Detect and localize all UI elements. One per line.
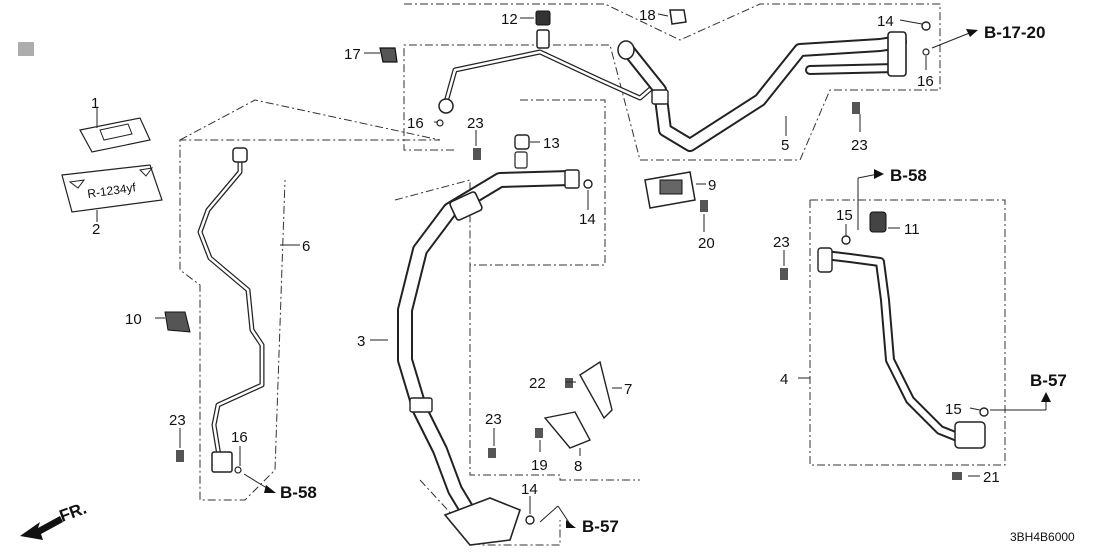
- label-sticker-part: [79, 117, 151, 153]
- callout-16-right: 16: [917, 73, 934, 90]
- ref-b-17-20: B-17-20: [984, 23, 1045, 42]
- ref-b-57-right: B-57: [1030, 371, 1067, 390]
- hose-part-5: [617, 31, 907, 152]
- callout-11: 11: [904, 221, 920, 238]
- suction-pipe-top: [438, 29, 658, 114]
- pipe-part-6: [197, 147, 265, 473]
- frame-right: [809, 199, 1006, 466]
- callout-14-bottom: 14: [521, 481, 538, 498]
- corner-mark-icon: [18, 42, 34, 56]
- callout-9: 9: [708, 177, 716, 194]
- bolts: [176, 102, 962, 480]
- callout-14-top: 14: [877, 13, 894, 30]
- callout-10: 10: [125, 311, 142, 328]
- frame-bottom: [394, 179, 471, 265]
- callout-16-top: 16: [407, 115, 424, 132]
- hose-part-4: [817, 247, 986, 449]
- frame-left: [179, 99, 441, 501]
- callout-20: 20: [698, 235, 715, 252]
- callout-15-top: 15: [836, 207, 853, 224]
- callout-6: 6: [302, 238, 310, 255]
- cap-part-12: [535, 10, 551, 26]
- refrigerant-label-text: R-1234yf: [86, 180, 137, 201]
- bracket-part-8: [543, 411, 591, 449]
- callout-5: 5: [781, 137, 789, 154]
- callout-19: 19: [531, 457, 548, 474]
- leader-lines: [96, 13, 981, 514]
- ref-b-58-right: B-58: [890, 166, 927, 185]
- o-rings: [234, 21, 989, 525]
- callout-16-left: 16: [231, 429, 248, 446]
- caution-label-part: R-1234yf: [61, 164, 163, 213]
- callout-1: 1: [91, 95, 99, 112]
- callout-23-c: 23: [773, 234, 790, 251]
- callout-23-a: 23: [467, 115, 484, 132]
- diagram-code: 3BH4B6000: [1010, 530, 1075, 544]
- callout-12: 12: [501, 11, 518, 28]
- callout-15-bottom: 15: [945, 401, 962, 418]
- bracket-part-7: [579, 360, 613, 420]
- part-10: [164, 311, 191, 333]
- ref-b-58-left: B-58: [280, 483, 317, 502]
- callout-22: 22: [529, 375, 546, 392]
- callout-4: 4: [780, 371, 788, 388]
- front-arrow-icon: [20, 516, 63, 540]
- callout-13: 13: [543, 135, 560, 152]
- clip-part-17: [379, 47, 398, 63]
- callout-2: 2: [92, 221, 100, 238]
- callout-17: 17: [344, 46, 361, 63]
- clip-part-18: [669, 9, 687, 25]
- front-label: FR.: [57, 499, 89, 526]
- hose-part-3: [397, 169, 580, 546]
- callout-8: 8: [574, 458, 582, 475]
- ref-arrows: [243, 29, 1051, 528]
- callout-18: 18: [639, 7, 656, 24]
- callout-14-mid: 14: [579, 211, 596, 228]
- frame-top: [403, 3, 941, 161]
- callout-7: 7: [624, 381, 632, 398]
- callout-3: 3: [357, 333, 365, 350]
- callout-23-d: 23: [169, 412, 186, 429]
- callout-23-b: 23: [851, 137, 868, 154]
- sensor-part-11: [869, 211, 887, 233]
- callout-23-e: 23: [485, 411, 502, 428]
- valve-part-9: [644, 171, 696, 209]
- ref-b-57-bottom: B-57: [582, 517, 619, 536]
- callout-21: 21: [983, 469, 1000, 486]
- cap-part-13: [514, 134, 530, 169]
